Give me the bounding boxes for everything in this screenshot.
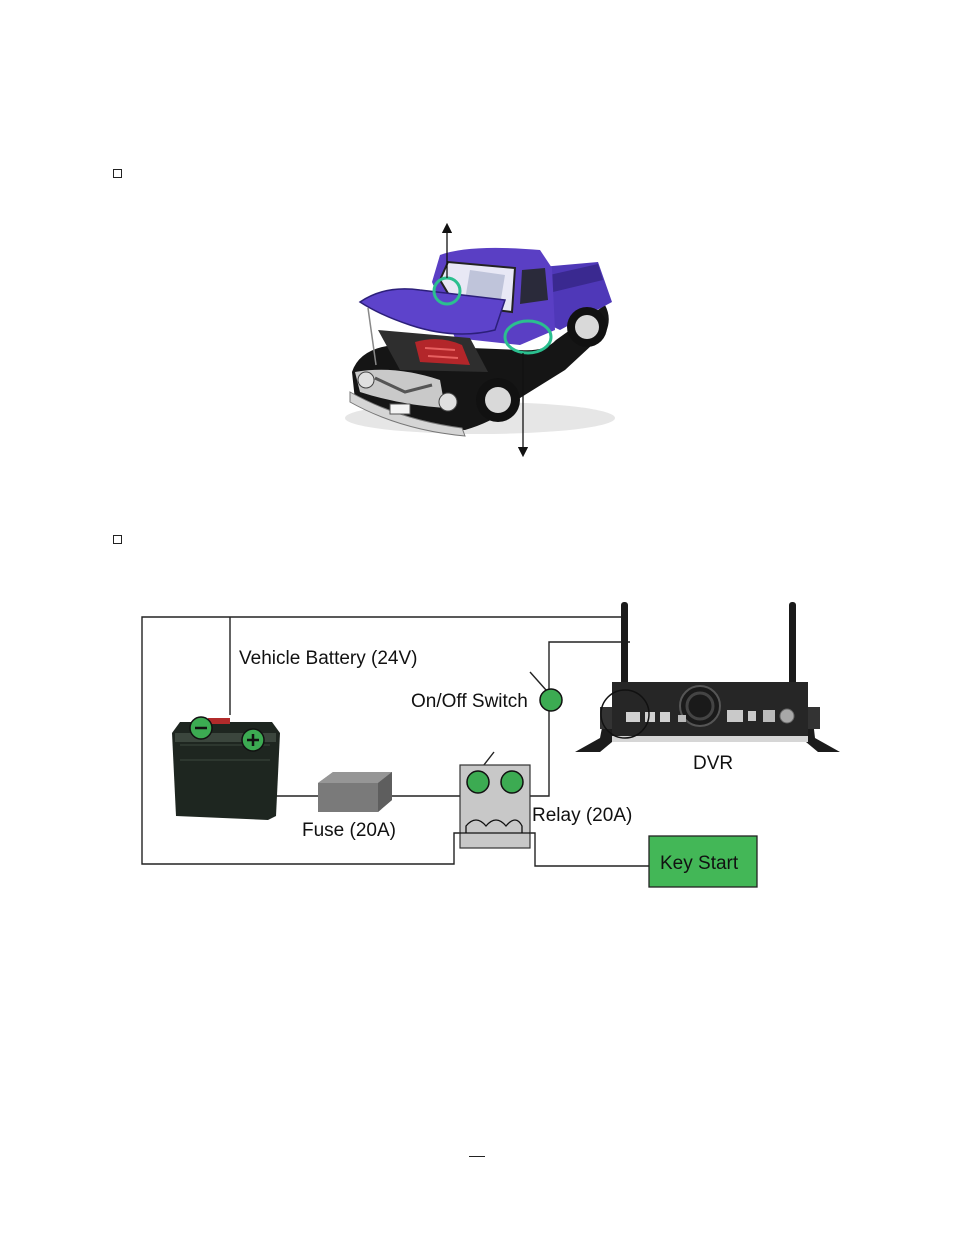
- label-on-off-switch: On/Off Switch: [411, 691, 528, 712]
- section-bullet-1: [113, 169, 122, 178]
- label-key-start: Key Start: [660, 853, 739, 874]
- door-pillar-highlight: [503, 319, 553, 355]
- dvr-device-photo: [575, 602, 840, 752]
- fuse-block: [318, 772, 392, 812]
- on-off-switch-terminal: [539, 688, 563, 712]
- key-start-box: [648, 835, 758, 888]
- relay-block: [459, 764, 531, 849]
- dvr-power-port-highlight: [600, 689, 650, 739]
- label-dvr: DVR: [693, 753, 733, 774]
- label-relay: Relay (20A): [532, 805, 632, 826]
- antenna-icon: [789, 602, 796, 697]
- page-number-mark: [469, 1156, 485, 1157]
- wiring-diagram: [141, 616, 650, 867]
- section-bullet-2: [113, 535, 122, 544]
- label-fuse: Fuse (20A): [302, 820, 396, 841]
- truck-photo: [345, 222, 615, 458]
- battery-photo: [172, 716, 280, 820]
- label-vehicle-battery: Vehicle Battery (24V): [239, 648, 417, 669]
